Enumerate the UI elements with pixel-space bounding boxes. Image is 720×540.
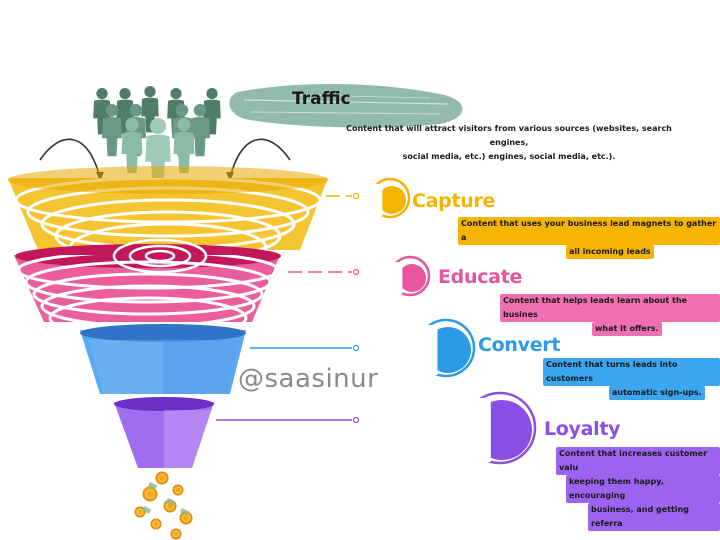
traffic-description: Content that will attract visitors from … — [326, 122, 692, 164]
banknote-icon — [147, 482, 158, 490]
capture-title: Capture — [412, 190, 496, 212]
banknote-icon — [179, 508, 190, 516]
coin-icon — [172, 484, 184, 496]
capture-description: Content that uses your business lead mag… — [458, 217, 720, 259]
connector-dot — [352, 268, 360, 276]
educate-description: Content that helps leads learn about the… — [500, 294, 720, 336]
coin-icon — [170, 528, 182, 540]
educate-title: Educate — [438, 266, 523, 288]
educate-circle-icon — [388, 255, 431, 297]
connector-dot — [352, 344, 360, 352]
funnel-layer-convert — [80, 324, 246, 394]
connector-dot — [352, 416, 360, 424]
banknote-icon — [141, 506, 152, 514]
convert-description-line: automatic sign-ups. — [609, 386, 705, 400]
convert-circle-icon — [415, 318, 476, 378]
convert-description: Content that turns leads into customers … — [543, 358, 720, 400]
connector-lines — [216, 177, 537, 465]
person-icon — [190, 104, 210, 157]
traffic-description-line: Content that will attract visitors from … — [346, 124, 672, 147]
convert-description-line: Content that turns leads into customers — [543, 358, 720, 386]
traffic-brush — [229, 83, 463, 128]
curved-arrow-icon — [229, 138, 291, 179]
coin-icon — [155, 471, 169, 485]
person-icon — [173, 118, 195, 174]
traffic-title: Traffic — [292, 89, 351, 109]
people-group-icon — [93, 86, 221, 185]
loyalty-title: Loyalty — [544, 418, 621, 440]
person-icon — [121, 118, 143, 174]
loyalty-description-line: business, and getting referra — [588, 503, 720, 531]
loyalty-description-line: Content that increases customer valu — [556, 447, 720, 475]
loyalty-description: Content that increases customer valu kee… — [556, 447, 720, 531]
capture-circle-icon — [368, 177, 411, 219]
coin-icon — [134, 471, 193, 540]
loyalty-circle-icon — [462, 391, 537, 465]
capture-description-line: Content that uses your business lead mag… — [458, 217, 720, 245]
person-icon — [102, 104, 122, 157]
traffic-description-line: social media, etc.) engines, social medi… — [402, 152, 616, 161]
curved-arrow-icon — [39, 138, 101, 179]
funnel-layer-educate — [14, 238, 281, 322]
funnel-layer-loyalty — [114, 397, 214, 468]
capture-description-line: all incoming leads — [566, 245, 654, 259]
educate-description-line: Content that helps leads learn about the… — [500, 294, 720, 322]
coin-icon — [150, 518, 162, 530]
convert-title: Convert — [478, 334, 561, 356]
connector-dot — [352, 192, 360, 200]
loyalty-description-line: keeping them happy, encouraging — [566, 475, 720, 503]
watermark: @saasinur — [238, 364, 379, 394]
educate-description-line: what it offers. — [592, 322, 662, 336]
banknote-icon — [165, 498, 176, 506]
